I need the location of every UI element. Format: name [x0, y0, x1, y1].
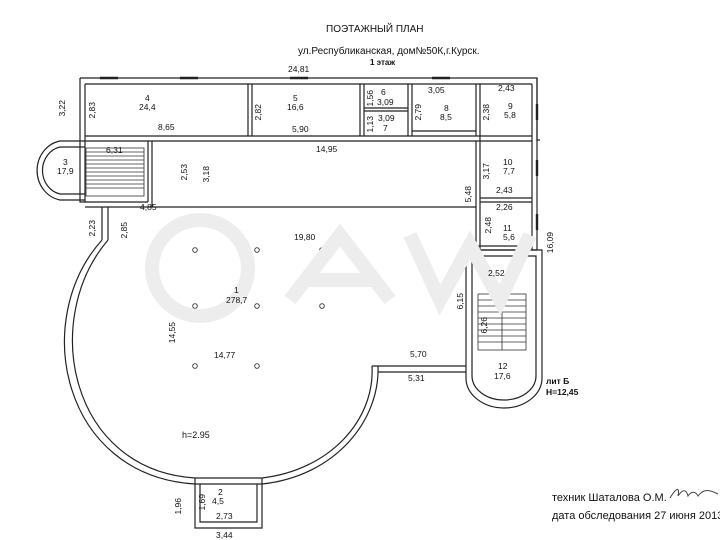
room-8-area: 8,5 [440, 112, 452, 122]
dim-label: 2,79 [413, 104, 423, 121]
dim-label: 3,18 [201, 166, 211, 183]
dim-label: 2,73 [216, 511, 233, 521]
main-hall-east-wall [372, 365, 466, 373]
room-3-stairs [85, 147, 145, 197]
room-11-number: 11 [503, 223, 512, 233]
floor-label: 1 этаж [370, 58, 396, 67]
dim-label: 4,85 [140, 202, 157, 212]
room-9-area: 5,8 [504, 110, 516, 120]
dim-label: 1,13 [365, 116, 375, 133]
ceiling-height-note: h=2.95 [182, 430, 210, 440]
dim-label: 1,69 [197, 494, 207, 511]
room-9-number: 9 [508, 101, 513, 111]
dim-label: 2,53 [179, 164, 189, 181]
lit-label: лит Б [546, 376, 570, 386]
dim-label: 16,09 [545, 232, 555, 254]
dim-label: 14,55 [167, 322, 177, 344]
dim-label: 5,90 [292, 124, 309, 134]
dim-label: 6,26 [479, 317, 489, 334]
room-5-number: 5 [293, 93, 298, 103]
room-11-area: 5,6 [503, 232, 515, 242]
room-6-number: 6 [381, 87, 386, 97]
plan-address: ул.Республиканская, дом№50К,г.Курск. [298, 46, 480, 57]
dim-label: 2,26 [496, 202, 513, 212]
dim-label: 5,31 [408, 373, 425, 383]
room-1-area: 278,7 [226, 295, 248, 305]
dim-label: 3,05 [428, 85, 445, 95]
dim-label: 2,52 [488, 268, 505, 278]
partition-5-6 [359, 84, 365, 136]
dim-label: 14,95 [316, 144, 338, 154]
room-3-number: 3 [63, 157, 68, 167]
room-4-area: 24,4 [139, 102, 156, 112]
dim-label: 2,48 [483, 217, 493, 234]
watermark-logo [145, 213, 537, 323]
room-3-curved-wall [36, 140, 85, 201]
dim-label: 2,38 [481, 104, 491, 121]
dim-label: 1,56 [365, 90, 375, 107]
partition-7-8 [407, 84, 413, 136]
dim-label: 2,82 [253, 104, 263, 121]
dim-label: 19,80 [294, 232, 316, 242]
dim-label: 3,17 [481, 163, 491, 180]
room-1-number: 1 [234, 285, 239, 295]
plan-title: ПОЭТАЖНЫЙ ПЛАН [326, 24, 424, 35]
dim-label: 1,96 [173, 498, 183, 515]
room-7-number: 7 [383, 123, 388, 133]
technician-line: техник Шаталова О.М. [552, 492, 667, 504]
tower-12-wall [465, 249, 543, 409]
room-3-partition [147, 141, 153, 202]
dim-label: 24,81 [288, 64, 310, 74]
room-12-area: 17,6 [494, 371, 511, 381]
dim-label: 8,65 [158, 122, 175, 132]
room-3-area: 17,9 [57, 166, 74, 176]
main-hall-round-wall [71, 239, 373, 479]
room-5-area: 16,6 [287, 102, 304, 112]
room-12-stairs [477, 293, 527, 351]
survey-date-line: дата обследования 27 июня 2013г [552, 510, 720, 522]
room-4-number: 4 [145, 93, 150, 103]
dim-label: 6,15 [455, 293, 465, 310]
room-2-number: 2 [218, 487, 223, 497]
vestibule-2-walls [194, 478, 263, 529]
dim-label: 2,23 [87, 220, 97, 237]
partition-10-11 [480, 197, 532, 203]
dim-label: 2,43 [498, 83, 515, 93]
room-10-area: 7,7 [503, 166, 515, 176]
dim-label: 3,22 [57, 100, 67, 117]
room-6-area: 3,09 [377, 97, 394, 107]
room-12-number: 12 [498, 361, 508, 371]
dim-label: 14,77 [214, 350, 236, 360]
room-8-number: 8 [444, 103, 449, 113]
dim-label: 2,83 [87, 102, 97, 119]
room-10-number: 10 [503, 157, 513, 167]
partition-9-10 [480, 135, 532, 142]
signature-mark [669, 489, 719, 499]
room-7-area: 3,09 [378, 113, 395, 123]
dim-label: 2,85 [119, 222, 129, 239]
total-height-label: Н=12,45 [546, 387, 579, 397]
dim-label: 2,43 [496, 185, 513, 195]
dim-label: 5,70 [410, 349, 427, 359]
dim-label: 6,31 [106, 145, 123, 155]
partition-8-9 [475, 84, 481, 136]
north-wing-corridor-wall [85, 135, 480, 142]
dim-label: 5,48 [463, 186, 473, 203]
dim-label: 3,44 [216, 530, 233, 540]
room-2-area: 4,5 [212, 496, 224, 506]
partition-4-5 [247, 84, 253, 136]
